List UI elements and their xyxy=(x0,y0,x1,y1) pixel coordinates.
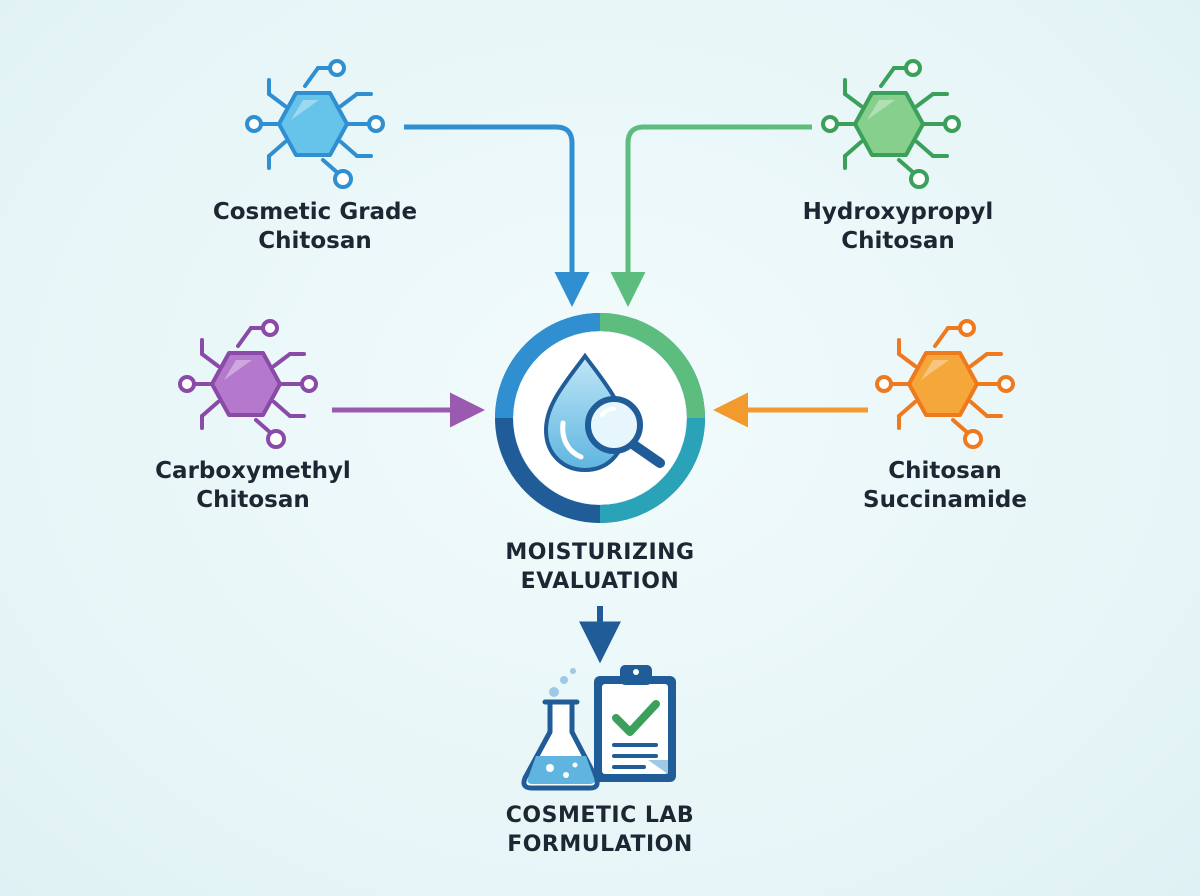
label-line: MOISTURIZING xyxy=(505,540,695,565)
label-line: Carboxymethyl xyxy=(155,458,351,484)
molecule-icon-succinamide xyxy=(875,319,1015,449)
label-line: Chitosan xyxy=(841,228,955,254)
molecule-icon-cosmetic-grade xyxy=(245,59,385,189)
label-cosmetic-lab-formulation: COSMETIC LAB FORMULATION xyxy=(450,801,750,859)
label-line: EVALUATION xyxy=(520,569,680,594)
label-carboxymethyl-chitosan: Carboxymethyl Chitosan xyxy=(128,457,378,515)
label-line: FORMULATION xyxy=(507,832,693,857)
label-line: Chitosan xyxy=(888,458,1002,484)
connector-hydroxypropyl xyxy=(610,124,812,307)
label-line: Hydroxypropyl xyxy=(802,199,994,225)
water-drop-magnifier-icon xyxy=(543,352,665,473)
label-line: Chitosan xyxy=(196,487,310,513)
label-chitosan-succinamide: Chitosan Succinamide xyxy=(820,457,1070,515)
label-line: Chitosan xyxy=(258,228,372,254)
label-line: Cosmetic Grade xyxy=(212,199,418,225)
label-line: Succinamide xyxy=(863,487,1027,513)
molecule-icon-carboxymethyl xyxy=(178,319,318,449)
label-hydroxypropyl-chitosan: Hydroxypropyl Chitosan xyxy=(773,198,1023,256)
label-cosmetic-grade-chitosan: Cosmetic Grade Chitosan xyxy=(190,198,440,256)
molecule-icon-hydroxypropyl xyxy=(821,59,961,189)
connector-cosmetic-grade xyxy=(404,124,590,307)
flask-clipboard-icon xyxy=(521,665,676,791)
label-line: COSMETIC LAB xyxy=(505,803,695,828)
label-moisturizing-evaluation: MOISTURIZING EVALUATION xyxy=(450,538,750,596)
